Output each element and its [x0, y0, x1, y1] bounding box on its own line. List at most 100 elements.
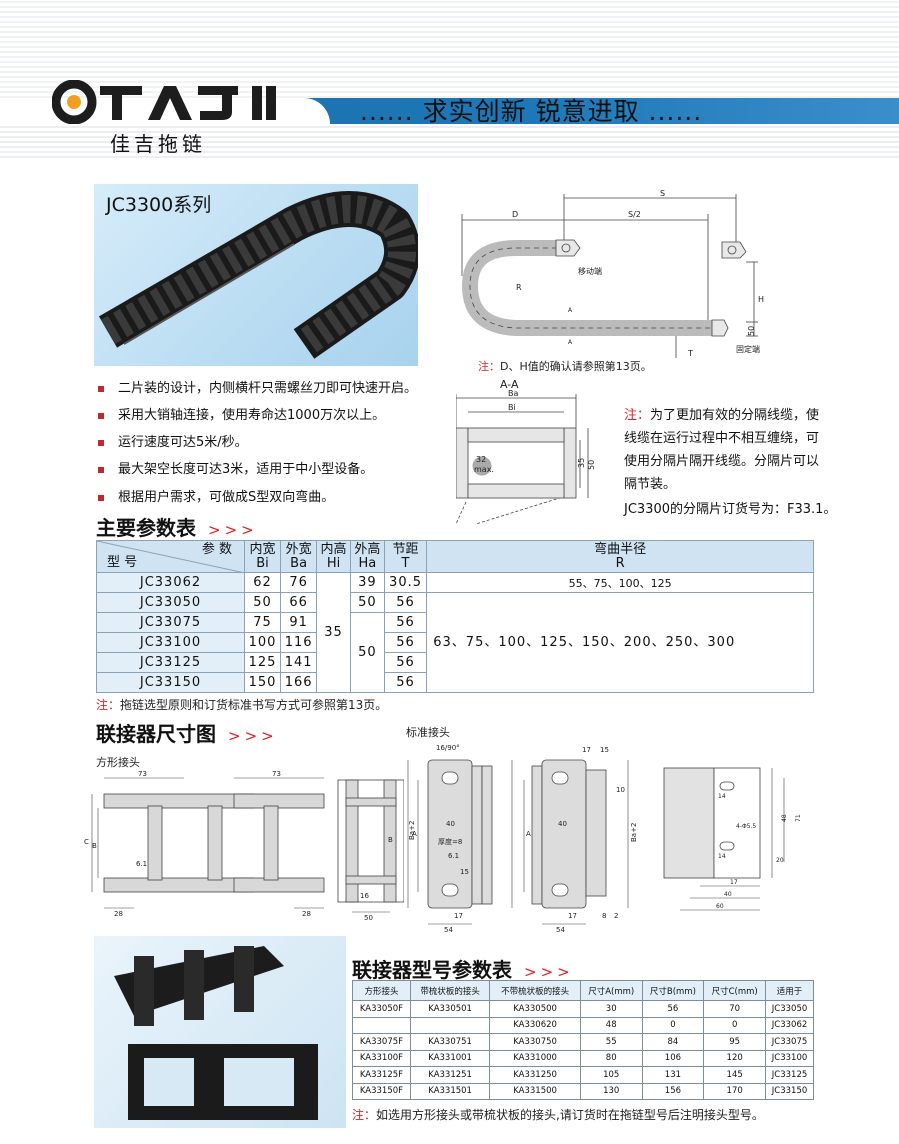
- dim-bi: Bi: [508, 403, 516, 412]
- connector-parameter-table: 方形接头 带梳状板的接头 不带梳状板的接头 尺寸A(mm) 尺寸B(mm) 尺寸…: [352, 980, 814, 1100]
- feature-item: 最大架空长度可达3米，适用于中小型设备。: [98, 458, 373, 477]
- header-c: 尺寸C(mm): [703, 980, 767, 1001]
- dim-54-a: 54: [444, 926, 453, 932]
- feature-item: 采用大销轴连接，使用寿命达1000万次以上。: [98, 404, 385, 423]
- dim-17-c: 17: [582, 746, 591, 754]
- header-no-comb: 不带梳状板的接头: [489, 980, 581, 1001]
- dim-T: T: [687, 349, 693, 358]
- dim-28-right: 28: [302, 910, 311, 918]
- dim-17-b: 17: [568, 912, 577, 920]
- dim-6-1: 6.1: [136, 860, 147, 868]
- dim-S2: S/2: [628, 210, 641, 219]
- moving-end-label: 移动端: [578, 266, 602, 276]
- dim-60: 60: [716, 903, 724, 910]
- dim-28-left: 28: [114, 910, 123, 918]
- connector-title: 联接器尺寸图>>>: [96, 722, 278, 746]
- thickness: 厚度=8: [438, 837, 462, 846]
- diagram-note: 注：D、H值的确认请参照第13页。: [478, 360, 652, 373]
- dim-H: H: [758, 295, 764, 304]
- series-title: JC3300系列: [106, 194, 212, 216]
- dim-73-left: 73: [138, 770, 147, 778]
- header-a: 尺寸A(mm): [579, 980, 643, 1001]
- square-connector-label: 方形接头: [96, 756, 140, 769]
- header-applies: 适用于: [765, 980, 814, 1001]
- fixed-end-label: 固定端: [736, 344, 760, 354]
- dim-C: C: [84, 838, 89, 846]
- dim-17: 17: [730, 879, 738, 886]
- feature-item: 二片装的设计，内侧横杆只需螺丝刀即可快速开启。: [98, 377, 417, 396]
- dim-14-b: 14: [718, 853, 726, 860]
- chain-layout-diagram: S S/2 D R H T 50 移动端 固定端 A A: [461, 189, 764, 358]
- dim-50: 50: [747, 326, 756, 336]
- bullet-icon: [98, 494, 104, 501]
- dim-ba: Ba: [508, 389, 518, 398]
- bracket-drawing: 17 40 60 48 71 14 14 4-Φ5.5 20: [663, 767, 802, 911]
- standard-connector-drawing: 16/90° 40 40 厚度=8 6.1 15 17 54 54 17 8 2…: [407, 744, 638, 932]
- feature-item: 运行速度可达5米/秒。: [98, 431, 248, 450]
- dim-holes: 4-Φ5.5: [736, 823, 756, 830]
- connector-table-title: 联接器型号参数表>>>: [352, 958, 574, 982]
- section-title: A-A: [500, 378, 519, 391]
- header-b: 尺寸B(mm): [641, 980, 705, 1001]
- square-connector-drawing: 73 73 28 28 6.1 C B 16 50 B: [84, 770, 404, 920]
- dim-6-1: 6.1: [448, 852, 459, 860]
- connector-image: [114, 946, 318, 1120]
- dim-48: 48: [781, 814, 788, 822]
- header-comb: 带梳状板的接头: [409, 980, 491, 1001]
- bullet-icon: [98, 412, 104, 419]
- dim-71: 71: [795, 814, 802, 822]
- product-photo: [94, 184, 421, 366]
- dim-40-b: 40: [558, 820, 567, 828]
- dim-8: 8: [602, 912, 606, 920]
- section-mark-a: A: [568, 307, 573, 314]
- header-background: [0, 0, 899, 98]
- dim-ba2-a: Ba+2: [408, 821, 416, 840]
- connector-table-note: 注：如选用方形接头或带梳状板的接头,请订货时在拖链型号后注明接头型号。: [352, 1108, 764, 1122]
- dim-54-b: 54: [556, 926, 565, 932]
- dim-50: 50: [587, 460, 596, 470]
- dim-17-a: 17: [454, 912, 463, 920]
- header-under-stripes: [0, 124, 899, 158]
- dim-A-b: A: [526, 830, 531, 838]
- main-table-title: 主要参数表>>>: [96, 516, 258, 540]
- dim-20: 20: [776, 857, 784, 864]
- connector-photo: [94, 936, 346, 1128]
- dim-ba2-b: Ba+2: [630, 823, 638, 842]
- brand-name: 佳吉拖链: [110, 132, 206, 156]
- bullet-icon: [98, 466, 104, 473]
- header-param-model: 参 数 型 号: [96, 540, 245, 573]
- dim-73-right: 73: [272, 770, 281, 778]
- dim-15-b: 15: [600, 746, 609, 754]
- dim-D: D: [512, 210, 518, 219]
- dim-35: 35: [577, 458, 586, 468]
- dim-16: 16: [360, 892, 369, 900]
- separator-note: 注：为了更加有效的分隔线缆，使线缆在运行过程中不相互缠绕，可使用分隔片隔开线缆。…: [624, 408, 820, 492]
- dim-B2: B: [388, 836, 393, 844]
- max-cable: 32: [476, 455, 486, 464]
- main-table-note: 注：拖链选型原则和订货标准书写方式可参照第13页。: [96, 698, 388, 712]
- bullet-icon: [98, 439, 104, 446]
- max-cable-label: max.: [474, 465, 494, 474]
- dim-50: 50: [364, 914, 373, 920]
- dim-2: 2: [614, 912, 618, 920]
- drag-chain-image: [98, 191, 421, 359]
- standard-connector-label: 标准接头: [406, 726, 450, 739]
- header-square: 方形接头: [352, 980, 411, 1001]
- dim-40-a: 40: [446, 820, 455, 828]
